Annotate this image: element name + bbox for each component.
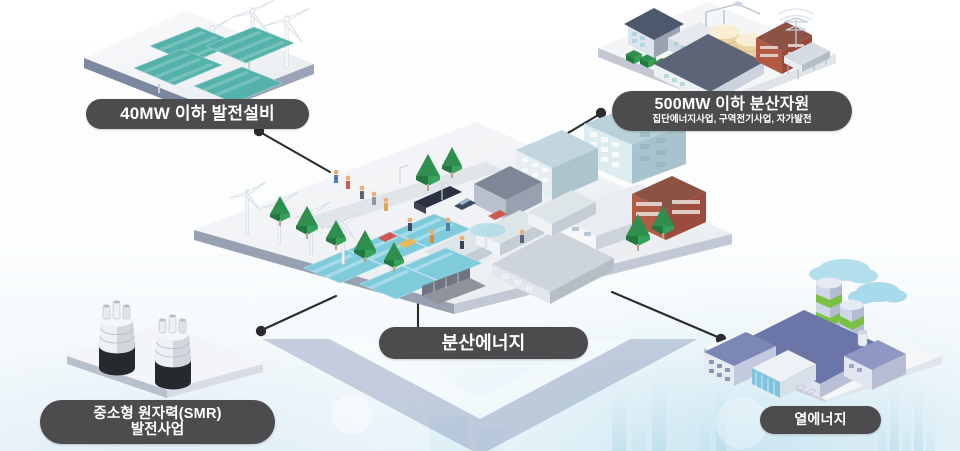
bus [414,186,462,214]
industrial-complex-platform [588,0,848,107]
label-distributed-energy[interactable]: 분산에너지 [379,327,588,359]
label-distributed-resource-500mw[interactable]: 500MW 이하 분산자원 집단에너지사업, 구역전기사업, 자가발전 [612,91,852,131]
vent-pipes [795,329,868,395]
cooling-unit [752,350,816,398]
label-title: 500MW 이하 분산자원 [654,96,810,114]
label-subtitle: 발전사업 [130,421,185,438]
fence-row [422,268,486,304]
smr-reactor-unit [155,314,191,390]
solar-wind-platform [78,0,328,116]
car [398,238,417,248]
label-title: 중소형 원자력(SMR) [93,405,222,422]
warehouse [492,230,614,304]
reactor-stack [158,314,187,334]
label-generation-facility-40mw[interactable]: 40MW 이하 발전설비 [86,99,309,129]
office-building [624,8,684,58]
street-lamp [399,164,495,248]
pipe-rack [705,3,761,26]
smr-reactor-platform [55,286,280,398]
pedestrian-group [333,169,525,249]
background-chart-bars [332,369,935,451]
steam-cloud [809,259,878,284]
pipe-cap [733,1,743,7]
control-building [704,332,776,386]
label-title: 40MW 이하 발전설비 [120,104,275,124]
conveyor-structure [784,42,830,79]
label-title: 열에너지 [794,411,847,428]
transmission-tower [777,8,815,48]
heat-plant-platform [692,252,960,402]
label-subtitle: 집단에너지사업, 구역전기사업, 자가발전 [652,113,812,125]
pond [470,223,506,237]
label-title: 분산에너지 [441,332,526,353]
solar-panel-array [133,26,295,104]
office-block [516,130,598,200]
tree-cluster [270,147,674,272]
city-platform [186,104,746,318]
reactor-stack [102,300,131,320]
car [488,210,507,220]
car [454,198,476,210]
background-chevron [262,339,698,451]
turbine-block [844,340,906,390]
label-small-modular-reactor[interactable]: 중소형 원자력(SMR) 발전사업 [40,400,275,444]
label-thermal-energy[interactable]: 열에너지 [760,406,881,434]
smr-reactor-unit [99,300,135,376]
brick-building [632,176,706,240]
car [378,232,397,242]
